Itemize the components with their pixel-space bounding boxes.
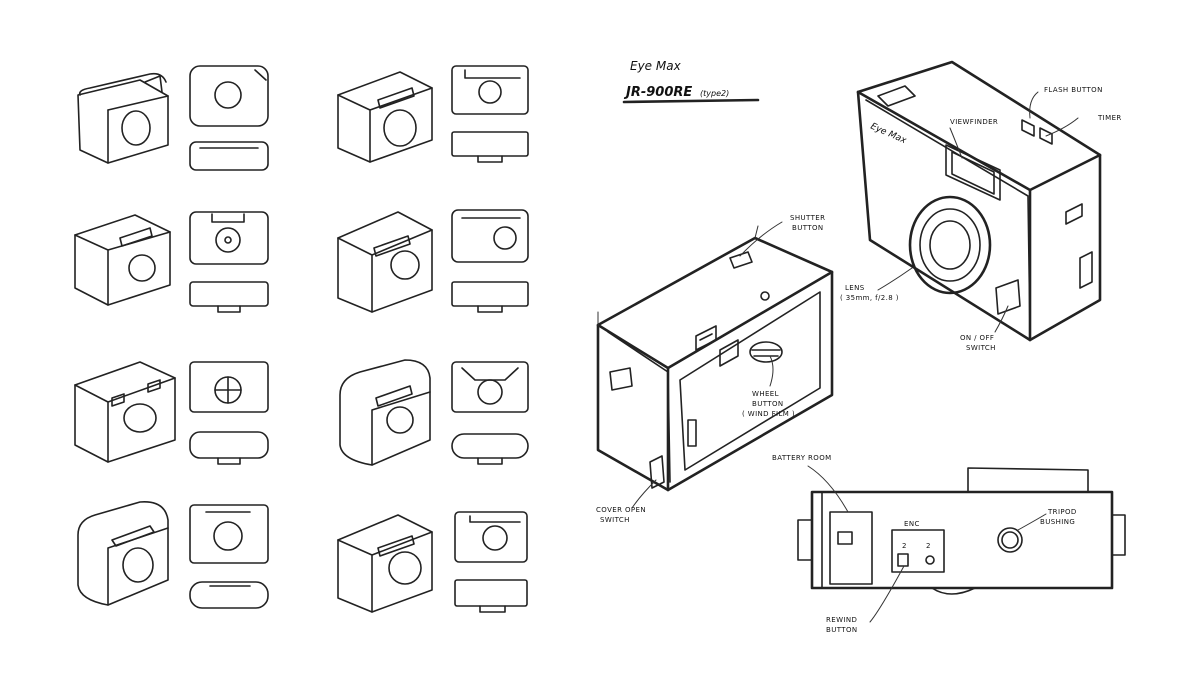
label-flash-button: FLASH BUTTON	[1044, 86, 1103, 94]
label-cover-2: SWITCH	[600, 516, 630, 524]
study-b3-front	[451, 361, 529, 413]
study-a2-isometric	[74, 214, 171, 306]
flash-timer-buttons	[1021, 119, 1053, 145]
study-b2-front	[451, 209, 529, 263]
label-wheel-1: WHEEL	[752, 390, 779, 398]
title-model: JR-900RE	[623, 85, 692, 100]
study-b2-isometric	[337, 211, 433, 313]
title-block: Eye Max JR-900RE (type2)	[622, 59, 760, 104]
study-a1-top	[189, 141, 269, 171]
labels: SHUTTER BUTTON FLASH BUTTON TIMER VIEWFI…	[596, 86, 1122, 634]
camera-brand-mark: Eye Max	[869, 122, 908, 147]
study-b3-isometric	[339, 359, 431, 466]
label-cover-1: COVER OPEN	[596, 506, 646, 514]
study-b4-top	[454, 579, 528, 613]
label-tripod-1: TRIPOD	[1047, 508, 1077, 516]
label-viewfinder: VIEWFINDER	[950, 118, 998, 126]
study-b1-isometric	[337, 71, 433, 163]
title-underline	[622, 98, 760, 104]
label-tripod-2: BUSHING	[1040, 518, 1075, 526]
study-b2-top	[451, 281, 529, 313]
study-a4-front	[189, 504, 269, 564]
study-b4-isometric	[337, 514, 433, 613]
label-wheel-2: BUTTON	[752, 400, 784, 408]
label-onoff-1: ON / OFF	[960, 334, 994, 342]
study-a3-top	[189, 431, 269, 465]
study-a2-front	[189, 211, 269, 265]
study-a1-front	[189, 65, 269, 127]
lens-inner	[919, 208, 981, 282]
wheel-button	[749, 341, 783, 363]
label-shutter-1: SHUTTER	[790, 214, 825, 222]
study-b4-front	[454, 511, 528, 563]
label-battery-room: BATTERY ROOM	[772, 454, 832, 462]
title-brand: Eye Max	[630, 59, 682, 73]
study-b1-top	[451, 131, 529, 163]
label-lens-1: LENS	[845, 284, 865, 292]
study-a3-front	[189, 361, 269, 413]
viewfinder	[945, 144, 1001, 201]
study-a3-isometric	[74, 361, 176, 463]
label-rewind-1: REWIND	[826, 616, 857, 624]
study-b3-top	[451, 433, 529, 465]
study-a4-isometric	[77, 501, 169, 606]
rewind-button	[897, 553, 909, 567]
study-a4-top	[189, 581, 269, 609]
label-onoff-2: SWITCH	[966, 344, 996, 352]
title-variant: (type2)	[700, 89, 729, 98]
label-lens-2: ( 35mm, f/2.8 )	[840, 294, 899, 302]
control-panel	[891, 529, 945, 573]
label-rewind-2: BUTTON	[826, 626, 858, 634]
camera-bottom-view: ENC 2 2	[797, 467, 1126, 595]
cover-open-switch	[649, 455, 665, 489]
label-wheel-3: ( WIND FILM )	[742, 410, 795, 418]
callout-leaders	[631, 91, 1079, 623]
study-a1-isometric	[77, 72, 169, 164]
battery-room	[829, 511, 873, 585]
camera-front-perspective: Eye Max	[856, 60, 1102, 342]
study-a2-top	[189, 281, 269, 313]
study-b1-front	[451, 65, 529, 115]
panel-digit-1: 2	[902, 542, 907, 550]
camera-back-perspective	[596, 225, 834, 492]
label-shutter-2: BUTTON	[792, 224, 824, 232]
lens-outer	[908, 195, 992, 295]
tripod-bushing	[997, 527, 1023, 553]
panel-digit-2: 2	[926, 542, 931, 550]
panel-mark: ENC	[904, 520, 920, 528]
label-timer: TIMER	[1097, 114, 1122, 122]
film-window	[687, 419, 697, 447]
on-off-switch	[995, 279, 1021, 315]
